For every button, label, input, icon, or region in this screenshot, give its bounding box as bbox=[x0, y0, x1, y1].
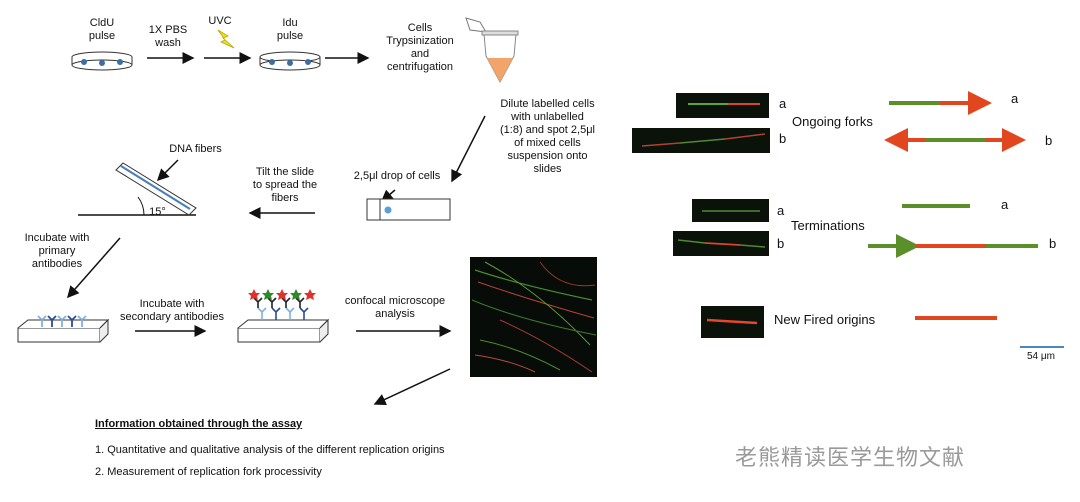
info-item-2: 2. Measurement of replication fork proce… bbox=[95, 466, 322, 478]
label-uvc: UVC bbox=[208, 15, 232, 27]
micrograph-term-b bbox=[673, 231, 769, 256]
label-pbs-wash: 1X PBS wash bbox=[148, 24, 188, 49]
petri-dish-idu bbox=[259, 51, 321, 71]
label-trypsinization: Cells Trypsinization and centrifugation bbox=[386, 22, 454, 73]
micrograph-ongoing-a bbox=[676, 93, 769, 118]
arrow-to-slide bbox=[451, 115, 486, 183]
confocal-image bbox=[470, 257, 597, 377]
marker-term-micro-a: a bbox=[777, 203, 785, 218]
arrow-dna-fibers bbox=[156, 159, 179, 182]
slide-with-drop bbox=[366, 198, 451, 221]
label-dna-fibers: DNA fibers bbox=[169, 143, 222, 155]
marker-ongoing-schema-a: a bbox=[1011, 91, 1019, 106]
petri-dish-cldu bbox=[71, 51, 133, 71]
info-title: Information obtained through the assay bbox=[95, 418, 303, 430]
lightning-icon bbox=[217, 29, 235, 49]
label-tilt: Tilt the slide to spread the fibers bbox=[252, 166, 318, 204]
arrow-info bbox=[373, 368, 451, 405]
tilted-slide bbox=[78, 162, 197, 216]
slide-secondary-antibodies bbox=[237, 289, 330, 343]
category-ongoing-forks: Ongoing forks bbox=[792, 114, 873, 129]
label-drop: 2,5μl drop of cells bbox=[353, 170, 441, 182]
label-angle: 15° bbox=[149, 206, 166, 218]
centrifuge-tube-icon bbox=[465, 17, 519, 84]
label-confocal: confocal microscope analysis bbox=[344, 295, 446, 320]
watermark-text: 老熊精读医学生物文献 bbox=[735, 445, 966, 470]
label-secondary: Incubate with secondary antibodies bbox=[120, 298, 224, 323]
marker-term-schema-a: a bbox=[1001, 197, 1009, 212]
category-terminations: Terminations bbox=[791, 218, 865, 233]
category-new-fired-origins: New Fired origins bbox=[774, 312, 876, 327]
label-cldu-pulse: CldU pulse bbox=[88, 17, 116, 42]
scale-bar-label: 54 μm bbox=[1027, 351, 1055, 362]
micrograph-ongoing-b bbox=[632, 128, 770, 153]
marker-ongoing-micro-b: b bbox=[779, 131, 787, 146]
marker-ongoing-micro-a: a bbox=[779, 96, 787, 111]
marker-ongoing-schema-b: b bbox=[1045, 133, 1053, 148]
micrograph-term-a bbox=[692, 199, 769, 222]
slide-primary-antibodies bbox=[17, 315, 110, 343]
micrograph-new-origin bbox=[701, 306, 764, 338]
arrow-primary bbox=[67, 237, 121, 299]
label-idu-pulse: Idu pulse bbox=[276, 17, 304, 42]
label-dilute: Dilute labelled cells with unlabelled (1… bbox=[499, 98, 595, 175]
marker-term-micro-b: b bbox=[777, 236, 785, 251]
label-primary: Incubate with primary antibodies bbox=[24, 232, 90, 270]
info-item-1: 1. Quantitative and qualitative analysis… bbox=[95, 444, 445, 456]
marker-term-schema-b: b bbox=[1049, 236, 1057, 251]
